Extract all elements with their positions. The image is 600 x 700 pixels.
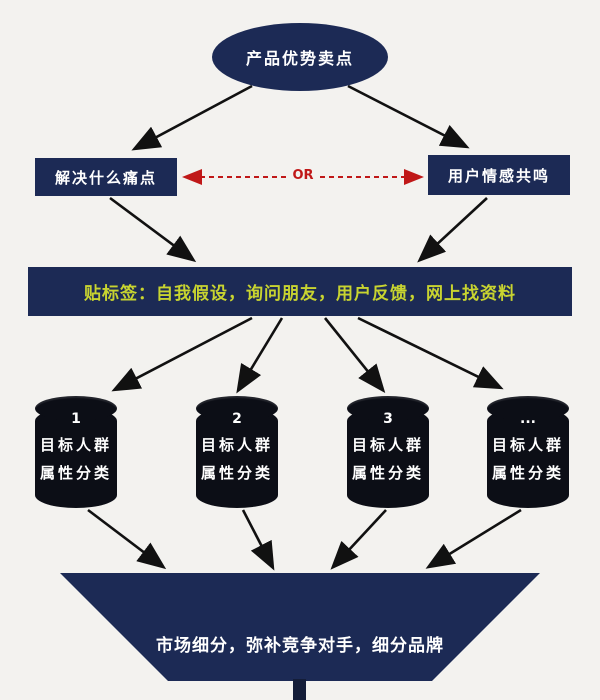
- node-market-segmentation-label: 市场细分，弥补竞争对手，细分品牌: [156, 636, 444, 656]
- connector-stem: [293, 679, 306, 700]
- cylinder-top: [35, 396, 117, 421]
- node-emotional-resonance-label: 用户情感共鸣: [447, 166, 550, 185]
- cylinder-group-1: 1 目标人群 属性分类: [35, 396, 117, 508]
- cylinder-line2: 属性分类: [200, 464, 273, 482]
- node-product-selling-point: 产品优势卖点: [212, 23, 388, 91]
- node-product-selling-point-label: 产品优势卖点: [245, 49, 354, 68]
- node-emotional-resonance: 用户情感共鸣: [428, 155, 570, 195]
- cylinder-line2: 属性分类: [351, 464, 424, 482]
- cylinder-line1: 目标人群: [351, 436, 424, 454]
- cylinder-body: [347, 408, 429, 508]
- cylinder-line1: 目标人群: [200, 436, 273, 454]
- cylinder-labels: 3 目标人群 属性分类: [347, 411, 429, 483]
- cylinder-body: [196, 408, 278, 508]
- cylinder-top: [487, 396, 569, 421]
- cylinder-line1: 目标人群: [39, 436, 112, 454]
- cylinder-group-4: ... 目标人群 属性分类: [487, 396, 569, 508]
- cylinder-labels: 1 目标人群 属性分类: [35, 411, 117, 483]
- node-tagging-bar: 贴标签：自我假设，询问朋友，用户反馈，网上找资料: [28, 267, 572, 316]
- cylinder-group-3: 3 目标人群 属性分类: [347, 396, 429, 508]
- cylinder-group-2: 2 目标人群 属性分类: [196, 396, 278, 508]
- node-pain-point-label: 解决什么痛点: [54, 168, 157, 187]
- cylinder-number: 2: [232, 411, 242, 427]
- cylinder-body: [35, 408, 117, 508]
- cylinder-line2: 属性分类: [39, 464, 112, 482]
- cylinder-top: [196, 396, 278, 421]
- cylinder-line2: 属性分类: [491, 464, 564, 482]
- cylinder-number: 1: [71, 411, 81, 427]
- cylinder-number: 3: [383, 411, 393, 427]
- cylinder-top: [347, 396, 429, 421]
- cylinder-number: ...: [520, 411, 536, 427]
- node-pain-point: 解决什么痛点: [35, 158, 177, 196]
- cylinder-line1: 目标人群: [491, 436, 564, 454]
- cylinder-labels: 2 目标人群 属性分类: [196, 411, 278, 483]
- node-tagging-bar-label: 贴标签：自我假设，询问朋友，用户反馈，网上找资料: [84, 284, 516, 304]
- cylinder-body: [487, 408, 569, 508]
- cylinder-labels: ... 目标人群 属性分类: [487, 411, 569, 483]
- or-label: OR: [292, 168, 314, 183]
